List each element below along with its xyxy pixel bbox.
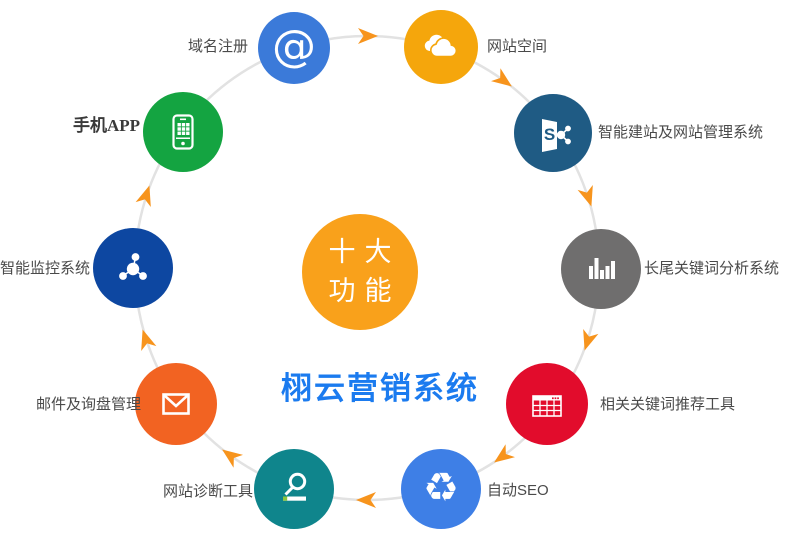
at-icon: @ [272,20,316,72]
flow-arrow [356,492,376,508]
flow-arrows [135,28,599,508]
node-circle-mail-inquiry [135,363,217,445]
magnifier-icon [283,472,307,501]
node-circle-smart-monitoring [93,228,173,308]
sharepoint-icon: S [542,119,571,152]
node-circle-web-hosting [404,10,478,84]
svg-text:S: S [544,125,555,144]
flow-arrow [141,329,157,352]
node-label-site-diagnostic: 网站诊断工具 [162,483,253,500]
smartphone-icon [172,114,194,150]
center-badge: 十大 功能 [302,214,418,330]
node-label-related-keywords: 相关关键词推荐工具 [600,396,736,413]
node-circle-related-keywords [506,363,588,445]
bar-chart-icon [589,258,615,279]
flow-arrow [135,185,151,208]
node-label-auto-seo: 自动SEO [487,482,549,499]
node-circle-domain-registration: @ [258,12,330,84]
center-badge-line2: 功能 [328,276,401,306]
node-label-mail-inquiry: 邮件及询盘管理 [35,396,141,413]
flow-arrow [358,28,378,44]
cloud-icon [424,34,458,58]
flow-arrow [494,444,515,463]
node-label-mobile-app: 手机APP [72,116,140,135]
envelope-icon [162,393,190,415]
node-circle-site-builder: S [514,94,592,172]
flow-arrow [491,68,512,87]
recycle-icon: ♻ [423,465,459,511]
flow-arrow [222,449,243,468]
system-title: 栩云营销系统 [281,371,479,406]
center-badge-line1: 十大 [328,237,401,267]
node-circle-site-diagnostic [254,449,334,529]
node-circle-longtail-analysis [561,229,641,309]
node-circle-mobile-app [143,92,223,172]
node-label-smart-monitoring: 智能监控系统 [0,260,90,277]
node-label-longtail-analysis: 长尾关键词分析系统 [644,260,780,277]
node-label-domain-registration: 域名注册 [187,38,248,55]
node-circle-auto-seo: ♻ [401,449,481,529]
network-hub-icon [119,253,147,280]
node-label-site-builder: 智能建站及网站管理系统 [598,124,764,141]
flow-arrow [583,328,599,351]
node-label-web-hosting: 网站空间 [487,38,548,55]
table-icon [532,395,562,417]
flow-arrow [577,184,593,207]
